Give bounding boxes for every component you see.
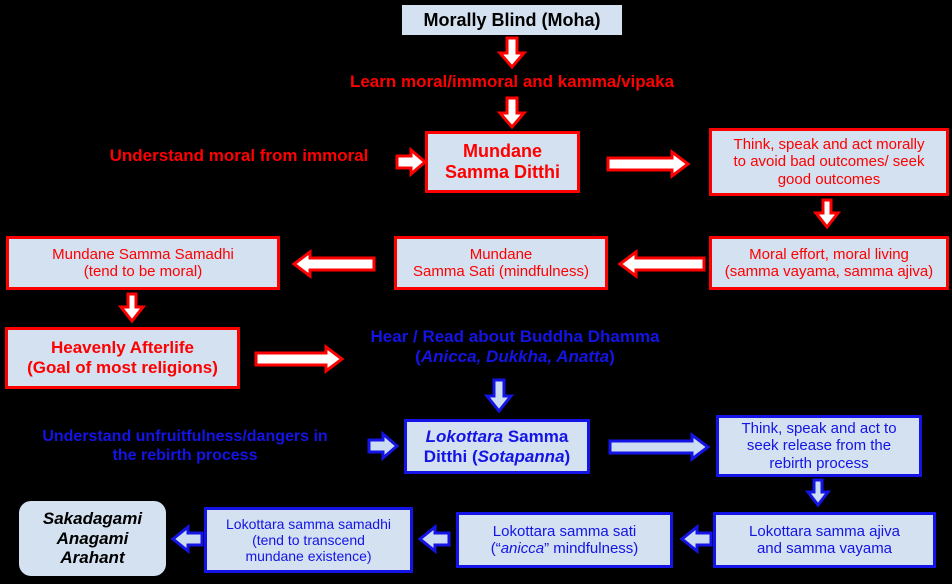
node-think-speak-act-release-line3: rebirth process	[769, 454, 869, 472]
node-lokottara-samadhi-line1: Lokottara samma samadhi	[226, 515, 391, 532]
node-morally-blind-label: Morally Blind (Moha)	[423, 9, 601, 30]
node-lokottara-samma-ditthi-line2: Ditthi (Sotapanna)	[424, 447, 570, 467]
node-think-speak-act-release-line1: Think, speak and act to	[741, 420, 897, 438]
node-lokottara-sati-quote-close: ” mindfulness)	[544, 540, 639, 557]
label-understand-unfruitfulness: Understand unfruitfulness/dangers in the…	[10, 428, 360, 466]
node-heavenly-afterlife: Heavenly Afterlife (Goal of most religio…	[5, 327, 240, 389]
node-final-line2: Anagami	[56, 528, 129, 548]
node-think-speak-act-release-line2: seek release from the	[746, 437, 892, 455]
node-think-speak-act-release: Think, speak and act to seek release fro…	[716, 415, 922, 477]
node-lokottara-samadhi-line3: mundane existence)	[245, 548, 372, 565]
node-lokottara-samadhi-line2: (tend to transcend	[252, 531, 365, 548]
node-ditthi-close-paren: )	[564, 446, 571, 466]
node-ditthi-word: Ditthi (	[423, 446, 478, 466]
node-lokottara-sati-line2: (“anicca” mindfulness)	[491, 540, 639, 557]
label-understand-moral-from-immoral: Understand moral from immoral	[84, 146, 394, 166]
node-mundane-samma-ditthi-line1: Mundane	[463, 141, 542, 162]
arrow-left-sati-to-samadhi	[290, 249, 376, 279]
arrow-down-learn-to-mundane-ditthi	[496, 96, 528, 130]
node-think-speak-act-morally-line2: to avoid bad outcomes/ seek	[733, 153, 925, 171]
label-hear-read-line2-close: )	[609, 347, 615, 367]
node-lokottara-sati-line1: Lokottara samma sati	[492, 522, 637, 540]
label-understand-moral-from-immoral-text: Understand moral from immoral	[109, 146, 369, 165]
label-learn-moral-immoral-text: Learn moral/immoral and kamma/vipaka	[349, 72, 675, 91]
node-moral-effort-moral-living: Moral effort, moral living (samma vayama…	[709, 236, 949, 290]
node-mundane-samma-ditthi: Mundane Samma Ditthi	[425, 131, 580, 193]
node-mundane-samma-sati: Mundane Samma Sati (mindfulness)	[394, 236, 608, 290]
node-heavenly-afterlife-line2: (Goal of most religions)	[27, 358, 218, 377]
node-think-speak-act-morally-line3: good outcomes	[777, 170, 881, 188]
node-final-line1: Sakadagami	[42, 509, 143, 529]
node-lokottara-samma-samadhi: Lokottara samma samadhi (tend to transce…	[204, 507, 413, 573]
node-lokottara-samma-sati: Lokottara samma sati (“anicca” mindfulne…	[456, 512, 673, 568]
label-hear-read-line2-open: (	[415, 347, 421, 367]
arrow-down-moha-to-learn	[496, 36, 528, 70]
label-hear-read-line2-terms: Anicca, Dukkha, Anatta	[420, 347, 610, 367]
label-understand-unfruitfulness-line2: the rebirth process	[112, 446, 258, 464]
node-sotapanna-word: Sotapanna	[477, 446, 565, 466]
arrow-left-ajiva-to-sati	[679, 523, 713, 555]
node-moral-effort-line1: Moral effort, moral living	[749, 245, 909, 263]
arrow-right-mundane-ditthi-to-think-act	[606, 149, 691, 179]
label-hear-read-line1: Hear / Read about Buddha Dhamma	[370, 327, 660, 346]
node-moral-effort-line2: (samma vayama, samma ajiva)	[724, 263, 934, 280]
arrow-down-think-act-to-moral-effort	[812, 198, 842, 230]
node-lokottara-ajiva-line2: and samma vayama	[756, 540, 893, 557]
node-final-line3: Arahant	[60, 548, 125, 568]
node-mundane-samma-samadhi-line1: Mundane Samma Samadhi	[52, 245, 234, 263]
arrow-down-samadhi-to-heavenly	[117, 292, 147, 324]
node-mundane-samma-samadhi: Mundane Samma Samadhi (tend to be moral)	[6, 236, 280, 290]
arrow-left-samadhi-to-final	[170, 523, 204, 555]
node-heavenly-afterlife-line1: Heavenly Afterlife	[51, 338, 194, 358]
arrow-right-heavenly-to-hear-read	[254, 344, 345, 374]
node-lokottara-word: Lokottara	[425, 426, 504, 446]
node-mundane-samma-ditthi-line2: Samma Ditthi	[444, 162, 561, 182]
node-lokottara-sati-quote-open: (“	[490, 540, 501, 557]
node-morally-blind: Morally Blind (Moha)	[401, 4, 623, 36]
arrow-down-hear-read-to-lokottara-ditthi	[483, 378, 516, 414]
arrow-left-sati-to-samadhi-lok	[417, 523, 451, 555]
label-understand-unfruitfulness-line1: Understand unfruitfulness/dangers in	[42, 428, 328, 445]
node-lokottara-ajiva-line1: Lokottara samma ajiva	[749, 522, 900, 540]
node-think-speak-act-morally-line1: Think, speak and act morally	[733, 136, 925, 154]
node-lokottara-samma-ajiva: Lokottara samma ajiva and samma vayama	[713, 512, 936, 568]
node-mundane-samma-sati-line2: Samma Sati (mindfulness)	[413, 263, 589, 280]
node-lokottara-samma-ditthi-line1: Lokottara Samma	[426, 427, 569, 447]
node-think-speak-act-morally: Think, speak and act morally to avoid ba…	[709, 128, 949, 196]
node-lokottara-samma-ditthi: Lokottara Samma Ditthi (Sotapanna)	[404, 419, 590, 474]
label-learn-moral-immoral: Learn moral/immoral and kamma/vipaka	[332, 72, 692, 92]
node-mundane-samma-samadhi-line2: (tend to be moral)	[83, 263, 203, 280]
arrow-left-moral-effort-to-sati	[616, 249, 706, 279]
label-hear-read-buddha-dhamma: Hear / Read about Buddha Dhamma (Anicca,…	[355, 327, 675, 367]
node-samma-word: Samma	[503, 426, 569, 446]
arrow-right-understand-to-mundane-ditthi	[395, 146, 428, 178]
arrow-down-think-release-to-ajiva	[804, 478, 832, 508]
node-anicca-word: anicca	[500, 540, 545, 557]
node-sakadagami-anagami-arahant: Sakadagami Anagami Arahant	[17, 499, 168, 578]
arrow-right-lokottara-ditthi-to-think-release	[608, 432, 711, 462]
node-mundane-samma-sati-line1: Mundane	[469, 245, 533, 263]
arrow-right-understand-unfruitfulness-to-lokottara-ditthi	[367, 430, 400, 462]
